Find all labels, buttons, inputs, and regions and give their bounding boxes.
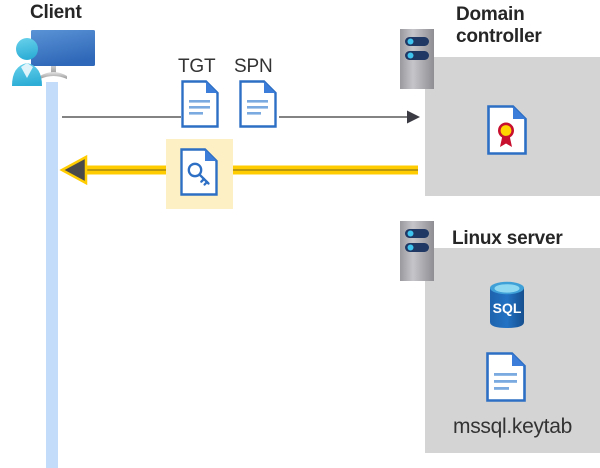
client-lifeline [46, 82, 58, 468]
linux-server-icon [400, 221, 434, 281]
client-title: Client [30, 2, 82, 23]
tgt-document-icon [181, 80, 219, 128]
user-computer-icon [6, 24, 102, 88]
linux-server-title: Linux server [452, 228, 563, 249]
keytab-filename-label: mssql.keytab [453, 415, 572, 438]
sql-database-icon: SQL [485, 280, 529, 330]
sql-database-label: SQL [493, 300, 522, 316]
certificate-document-icon [487, 105, 527, 155]
domain-controller-title: Domain controller [456, 4, 542, 47]
tgt-label: TGT [178, 56, 216, 77]
spn-document-icon [239, 80, 277, 128]
domain-controller-server-icon [400, 29, 434, 89]
keytab-document-icon [486, 352, 526, 402]
spn-label: SPN [234, 56, 273, 77]
key-document-icon [180, 148, 218, 196]
